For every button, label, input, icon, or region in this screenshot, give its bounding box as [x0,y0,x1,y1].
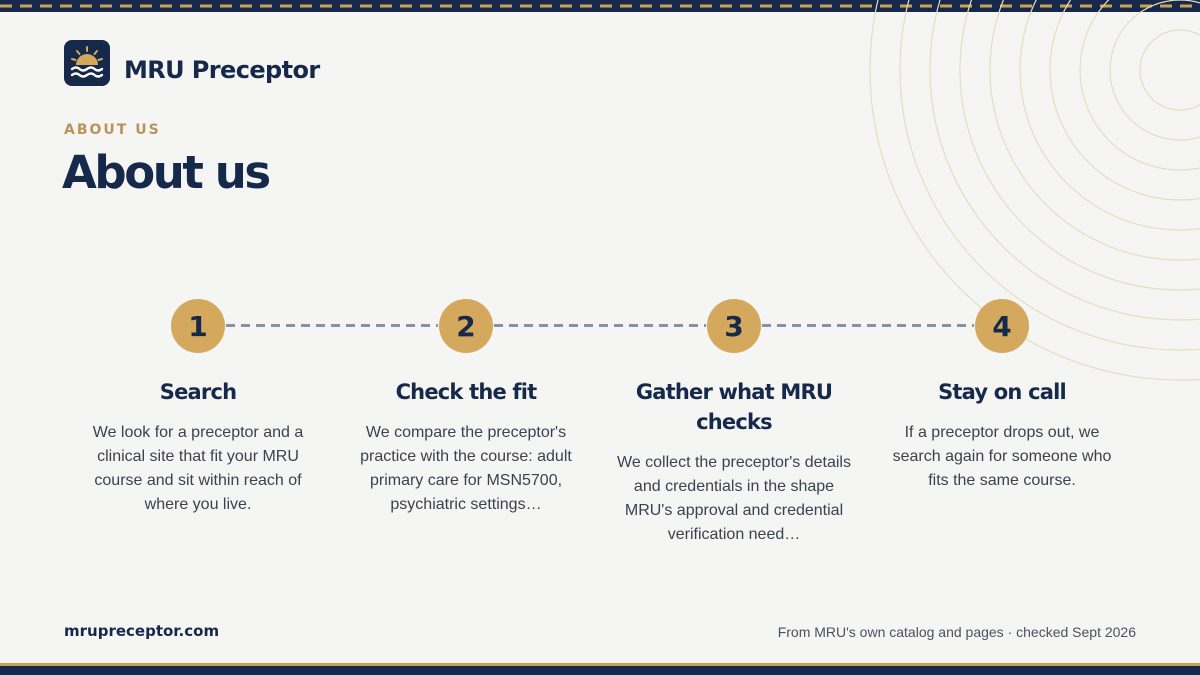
step-number-badge: 3 [707,299,761,353]
step-check-the-fit: 2 Check the fit We compare the preceptor… [341,299,591,517]
step-stay-on-call: 4 Stay on call If a preceptor drops out,… [877,299,1127,493]
step-gather-what-mru-checks: 3 Gather what MRU checks We collect the … [609,299,859,547]
page-title: About us [62,146,271,199]
top-border [0,0,1200,12]
section-eyebrow: ABOUT US [64,122,161,138]
footer-source-note: From MRU's own catalog and pages · check… [777,624,1136,640]
top-border-dashes [0,4,1200,8]
step-connector-2-3 [494,324,706,327]
step-title: Stay on call [938,380,1067,404]
step-description: We look for a preceptor and a clinical s… [92,424,304,513]
step-connector-3-4 [762,324,974,327]
step-number-badge: 2 [439,299,493,353]
footer-website-link[interactable]: mrupreceptor.com [64,622,220,640]
step-description: We compare the preceptor's practice with… [360,424,572,513]
brand-name: MRU Preceptor [124,56,320,84]
step-connector-1-2 [226,324,438,327]
step-title: Check the fit [395,380,538,404]
step-search: 1 Search We look for a preceptor and a c… [73,299,323,517]
step-number-badge: 1 [171,299,225,353]
step-number-badge: 4 [975,299,1029,353]
step-title: Gather what MRU checks [635,380,833,434]
step-description: We collect the preceptor's details and c… [617,454,851,543]
sun-over-waves-icon [64,40,110,86]
step-title: Search [159,380,237,404]
bottom-border [0,663,1200,675]
step-description: If a preceptor drops out, we search agai… [892,424,1112,489]
concentric-rings-decoration [869,0,1200,381]
